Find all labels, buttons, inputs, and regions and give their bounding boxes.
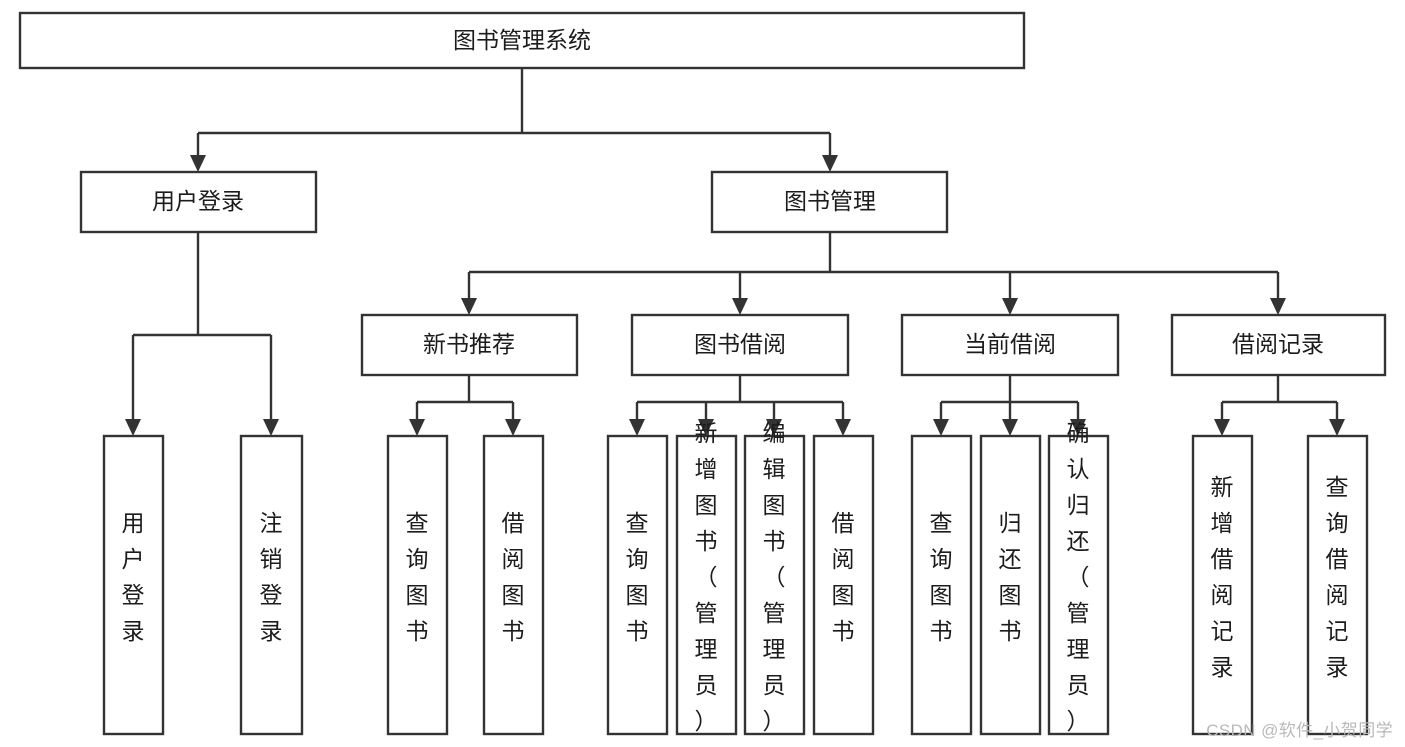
node-book-borrow-box xyxy=(630,313,850,377)
node-user-login-box xyxy=(79,170,318,234)
leaf-book-borrow-3[interactable]: 借阅图书 xyxy=(812,434,875,736)
arrow-user-login-leaf-0 xyxy=(125,419,141,436)
leaf-book-borrow-0-box xyxy=(606,434,669,736)
node-book-manage-label: 图书管理 xyxy=(784,188,876,214)
leaf-book-borrow-0[interactable]: 查询图书 xyxy=(606,434,669,736)
arrow-book-manage-to-current-borrow xyxy=(1002,298,1018,315)
leaf-new-book-1[interactable]: 借阅图书 xyxy=(482,434,545,736)
leaf-current-borrow-1-label: 归还图书 xyxy=(999,510,1022,644)
arrow-current-borrow-leaf-1 xyxy=(1002,419,1018,436)
leaf-book-borrow-3-box xyxy=(812,434,875,736)
leaf-book-borrow-1-box xyxy=(675,434,738,736)
node-borrow-record-label: 借阅记录 xyxy=(1232,331,1324,357)
leaf-new-book-1-box xyxy=(482,434,545,736)
leaf-borrow-record-1[interactable]: 查询借阅记录 xyxy=(1306,434,1369,736)
node-user-login[interactable]: 用户登录 xyxy=(79,170,318,234)
arrow-book-manage-to-new-book xyxy=(461,298,477,315)
node-new-book-recommend[interactable]: 新书推荐 xyxy=(360,313,579,377)
arrow-borrow-record-leaf-1 xyxy=(1329,419,1345,436)
leaf-user-login-0-label: 用户登录 xyxy=(122,510,145,644)
leaf-current-borrow-0-label: 查询图书 xyxy=(930,510,953,644)
leaf-book-borrow-1[interactable]: 新增图书（管理员） xyxy=(675,420,738,736)
leaf-borrow-record-1-box xyxy=(1306,434,1369,736)
leaf-book-borrow-1-label: 新增图书（管理员） xyxy=(695,420,718,734)
node-user-login-label: 用户登录 xyxy=(152,188,244,214)
edge-layer xyxy=(125,68,1345,436)
node-book-borrow-label: 图书借阅 xyxy=(694,331,786,357)
leaf-new-book-0[interactable]: 查询图书 xyxy=(386,434,449,736)
leaf-book-borrow-3-label: 借阅图书 xyxy=(832,510,855,644)
arrow-book-borrow-leaf-3 xyxy=(835,419,851,436)
node-book-manage-box xyxy=(710,170,949,234)
arrow-user-login-leaf-1 xyxy=(263,419,279,436)
leaf-borrow-record-0-box xyxy=(1191,434,1254,736)
arrow-root-to-user-login xyxy=(190,155,206,172)
node-root-system[interactable]: 图书管理系统 xyxy=(18,11,1026,70)
arrow-book-manage-to-book-borrow xyxy=(732,298,748,315)
node-root-label: 图书管理系统 xyxy=(453,27,591,53)
leaf-current-borrow-0-box xyxy=(910,434,973,736)
leaf-user-login-0-box xyxy=(102,434,165,736)
arrow-book-borrow-leaf-0 xyxy=(629,419,645,436)
arrow-borrow-record-leaf-0 xyxy=(1214,419,1230,436)
leaf-user-login-1[interactable]: 注销登录 xyxy=(239,434,304,736)
leaf-current-borrow-0[interactable]: 查询图书 xyxy=(910,434,973,736)
node-borrow-record[interactable]: 借阅记录 xyxy=(1170,313,1387,377)
leaf-current-borrow-2-box xyxy=(1047,434,1110,736)
arrow-new-book-leaf-1 xyxy=(505,419,521,436)
node-current-borrow[interactable]: 当前借阅 xyxy=(900,313,1120,377)
node-new-book-recommend-box xyxy=(360,313,579,377)
arrow-book-manage-to-borrow-record xyxy=(1270,298,1286,315)
leaf-current-borrow-2-label: 确认归还（管理员） xyxy=(1067,420,1090,734)
leaf-new-book-0-label: 查询图书 xyxy=(406,510,429,644)
leaf-user-login-1-label: 注销登录 xyxy=(260,510,283,644)
leaf-borrow-record-1-label: 查询借阅记录 xyxy=(1326,474,1349,680)
node-borrow-record-box xyxy=(1170,313,1387,377)
leaf-book-borrow-2[interactable]: 编辑图书（管理员） xyxy=(743,420,806,736)
arrow-current-borrow-leaf-2 xyxy=(1070,419,1086,436)
arrow-current-borrow-leaf-0 xyxy=(933,419,949,436)
node-current-borrow-label: 当前借阅 xyxy=(964,331,1056,357)
node-book-borrow[interactable]: 图书借阅 xyxy=(630,313,850,377)
leaf-book-borrow-2-box xyxy=(743,434,806,736)
leaf-new-book-1-label: 借阅图书 xyxy=(502,510,525,644)
node-root-box xyxy=(18,11,1026,70)
arrow-new-book-leaf-0 xyxy=(409,419,425,436)
leaf-borrow-record-0[interactable]: 新增借阅记录 xyxy=(1191,434,1254,736)
leaf-book-borrow-2-label: 编辑图书（管理员） xyxy=(763,420,786,734)
node-book-manage[interactable]: 图书管理 xyxy=(710,170,949,234)
arrow-book-borrow-leaf-1 xyxy=(698,419,714,436)
leaf-user-login-0[interactable]: 用户登录 xyxy=(102,434,165,736)
node-current-borrow-box xyxy=(900,313,1120,377)
node-new-book-recommend-label: 新书推荐 xyxy=(423,331,515,357)
arrow-book-borrow-leaf-2 xyxy=(766,419,782,436)
leaf-user-login-1-box xyxy=(239,434,304,736)
leaf-current-borrow-1-box xyxy=(979,434,1042,736)
leaf-current-borrow-1[interactable]: 归还图书 xyxy=(979,434,1042,736)
arrow-root-to-book-manage xyxy=(822,155,838,172)
leaf-borrow-record-0-label: 新增借阅记录 xyxy=(1211,474,1234,680)
leaf-book-borrow-0-label: 查询图书 xyxy=(626,510,649,644)
csdn-watermark: CSDN @软件_小贺同学 xyxy=(1206,721,1393,740)
leaf-current-borrow-2[interactable]: 确认归还（管理员） xyxy=(1047,420,1110,736)
leaf-new-book-0-box xyxy=(386,434,449,736)
